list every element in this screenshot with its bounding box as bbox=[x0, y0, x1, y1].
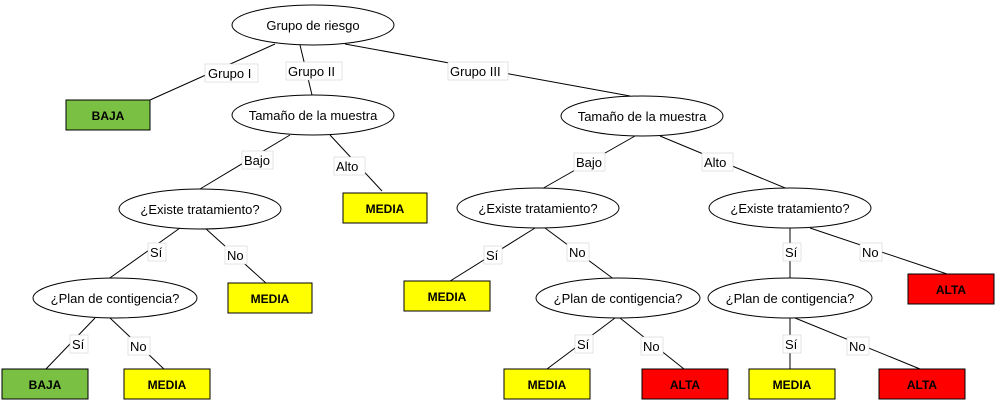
root-node-label: Grupo de riesgo bbox=[266, 18, 359, 33]
leaf-g2-si-no-label: MEDIA bbox=[148, 378, 187, 392]
sample-size-node-g3-label: Tamaño de la muestra bbox=[578, 109, 707, 124]
contingency-node-g3-alto bbox=[707, 277, 873, 319]
edge-label-g3-alto-plan-si: Sí bbox=[785, 337, 798, 352]
decision-nodes: Grupo de riesgo Tamaño de la muestra Tam… bbox=[32, 4, 873, 319]
contingency-node-g2-label: ¿Plan de contigencia? bbox=[51, 291, 180, 306]
edge-label-g3-alto: Alto bbox=[704, 155, 726, 170]
edge-label-grupo3: Grupo III bbox=[450, 64, 501, 79]
treatment-node-g3-alto bbox=[708, 187, 872, 229]
edge-label-grupo1: Grupo I bbox=[208, 66, 251, 81]
sample-size-node-g3 bbox=[560, 95, 724, 137]
edge-label-g3-alto-plan-no: No bbox=[849, 339, 866, 354]
leaf-g3-bajo-no-si bbox=[503, 368, 591, 400]
leaf-g3-alto-si-si-label: MEDIA bbox=[773, 378, 812, 392]
leaf-g3-alto-no-label: ALTA bbox=[936, 283, 967, 297]
edge-label-g3-bajo-si: Sí bbox=[486, 248, 499, 263]
treatment-node-g3-alto-label: ¿Existe tratamiento? bbox=[730, 201, 849, 216]
leaf-g2-alto-label: MEDIA bbox=[366, 202, 405, 216]
edge-label-g2-plan-no: No bbox=[130, 339, 147, 354]
edge-label-g3-bajo-no: No bbox=[569, 245, 586, 260]
edge-label-g2-si: Sí bbox=[150, 245, 163, 260]
treatment-node-g3-bajo bbox=[456, 187, 620, 229]
leaf-g1-label: BAJA bbox=[92, 109, 125, 123]
leaf-g2-no-label: MEDIA bbox=[251, 292, 290, 306]
leaf-nodes: BAJA MEDIA MEDIA BAJA MEDIA MEDIA MEDIA … bbox=[1, 99, 995, 400]
leaf-g3-alto-si-no-label: ALTA bbox=[907, 378, 938, 392]
edge-label-grupo2: Grupo II bbox=[288, 64, 335, 79]
leaf-g3-bajo-no-no bbox=[641, 368, 729, 400]
contingency-node-g3-alto-label: ¿Plan de contigencia? bbox=[726, 291, 855, 306]
leaf-g3-bajo-no-si-label: MEDIA bbox=[528, 378, 567, 392]
leaf-g2-si-no bbox=[123, 368, 211, 400]
edge-label-g3-bajo-plan-si: Sí bbox=[577, 337, 590, 352]
leaf-g3-alto-no bbox=[907, 273, 995, 305]
edge-labels: Grupo I Grupo II Grupo III Bajo Alto Sí … bbox=[69, 61, 883, 356]
contingency-node-g3-bajo-label: ¿Plan de contigencia? bbox=[554, 291, 683, 306]
root-node bbox=[231, 4, 395, 46]
treatment-node-g3-bajo-label: ¿Existe tratamiento? bbox=[478, 201, 597, 216]
leaf-g2-no bbox=[227, 282, 313, 314]
edge-label-g3-alto-no: No bbox=[862, 245, 879, 260]
leaf-g3-bajo-no-no-label: ALTA bbox=[670, 378, 701, 392]
edge-label-g3-bajo-plan-no: No bbox=[643, 339, 660, 354]
sample-size-node-g2 bbox=[231, 94, 395, 136]
leaf-g3-bajo-si bbox=[403, 280, 491, 312]
edge-label-g2-alto: Alto bbox=[336, 159, 358, 174]
leaf-g1 bbox=[65, 99, 151, 131]
treatment-node-g2-label: ¿Existe tratamiento? bbox=[140, 202, 259, 217]
sample-size-node-g2-label: Tamaño de la muestra bbox=[249, 108, 378, 123]
edge-g2-si bbox=[106, 227, 181, 281]
leaf-g3-alto-si-no bbox=[878, 368, 966, 400]
edge-label-g3-bajo: Bajo bbox=[576, 155, 602, 170]
edge-label-g2-plan-si: Sí bbox=[72, 337, 85, 352]
leaf-g2-si-si bbox=[1, 368, 89, 400]
edge-label-g2-bajo: Bajo bbox=[244, 153, 270, 168]
leaf-g2-si-si-label: BAJA bbox=[29, 378, 62, 392]
treatment-node-g2 bbox=[118, 188, 282, 230]
leaf-g2-alto bbox=[342, 192, 428, 224]
leaf-g3-alto-si-si bbox=[748, 368, 836, 400]
leaf-g3-bajo-si-label: MEDIA bbox=[428, 290, 467, 304]
edge-label-g2-no: No bbox=[227, 248, 244, 263]
contingency-node-g2 bbox=[32, 277, 198, 319]
edge-label-g3-alto-si: Sí bbox=[785, 245, 798, 260]
contingency-node-g3-bajo bbox=[535, 277, 701, 319]
